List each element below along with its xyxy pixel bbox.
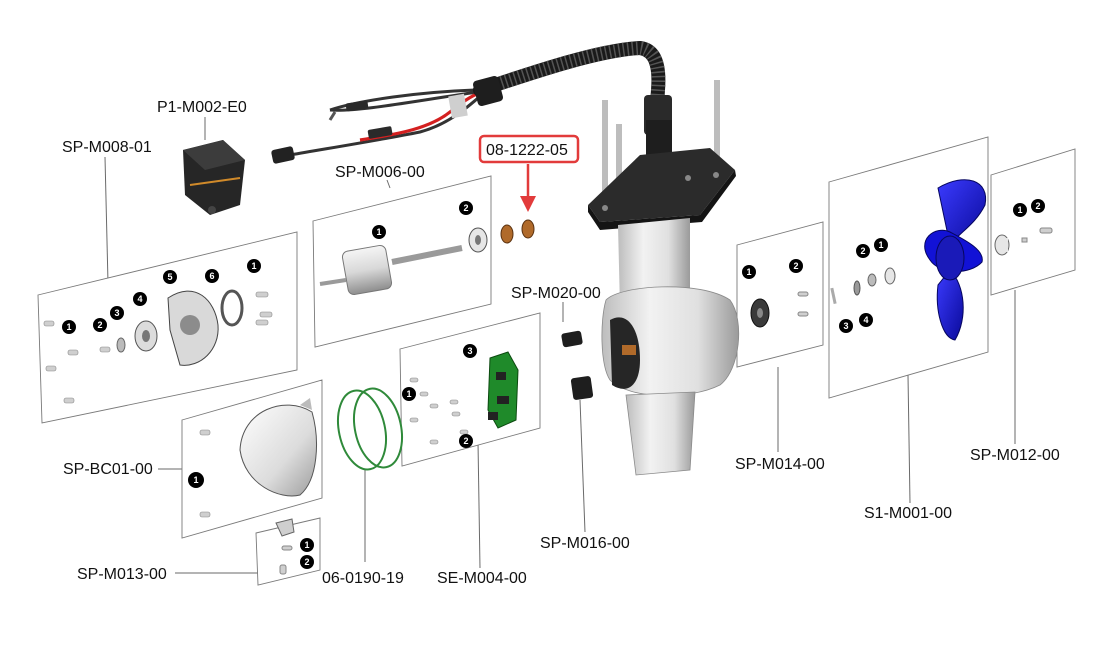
bronze-bushing-1 — [500, 224, 514, 244]
o-rings — [337, 387, 403, 471]
svg-text:2: 2 — [97, 320, 102, 330]
pad-sp-m016 — [570, 376, 594, 400]
shaft-seal-kit — [750, 291, 809, 328]
svg-text:1: 1 — [878, 240, 883, 250]
callout-4: 4 — [859, 313, 873, 327]
small-hardware-kit — [275, 518, 295, 575]
label-sp-m013-00: SP-M013-00 — [77, 566, 167, 583]
svg-text:1: 1 — [304, 540, 309, 550]
label-sp-m012-00: SP-M012-00 — [970, 447, 1060, 464]
propeller-kit — [830, 179, 987, 341]
label-sp-m014-00: SP-M014-00 — [735, 456, 825, 473]
callout-3: 3 — [839, 319, 853, 333]
callout-6: 6 — [205, 269, 219, 283]
callout-numbers: 1 2 3 4 5 6 1 1 2 3 1 2 1 1 2 1 2 2 1 3 … — [62, 199, 1045, 569]
corrugated-conduit — [473, 40, 666, 127]
end-bracket-kit — [43, 289, 273, 404]
cable-harness — [271, 40, 672, 164]
part-labels: P1-M002-E0 SP-M008-01 SP-M006-00 08-1222… — [62, 99, 1060, 587]
motor-housing-assembly — [588, 80, 740, 476]
svg-text:1: 1 — [251, 261, 256, 271]
callout-5: 5 — [163, 270, 177, 284]
prop-nut-kit — [994, 227, 1053, 256]
label-08-1222-05: 08-1222-05 — [486, 142, 568, 159]
callout-1: 1 — [247, 259, 261, 273]
svg-text:2: 2 — [463, 203, 468, 213]
callout-2: 2 — [1031, 199, 1045, 213]
svg-text:4: 4 — [863, 315, 868, 325]
callout-1: 1 — [188, 472, 204, 488]
svg-text:1: 1 — [66, 322, 71, 332]
label-sp-m008-01: SP-M008-01 — [62, 139, 152, 156]
control-box-part — [183, 140, 245, 215]
callout-2: 2 — [93, 318, 107, 332]
svg-text:1: 1 — [376, 227, 381, 237]
callout-3: 3 — [110, 306, 124, 320]
leader-lines — [104, 117, 1016, 574]
panel-sp-m014-00 — [736, 221, 824, 368]
panel-sp-m012-00 — [990, 148, 1076, 296]
svg-text:3: 3 — [467, 346, 472, 356]
callout-2: 2 — [789, 259, 803, 273]
svg-text:6: 6 — [209, 271, 214, 281]
callout-1: 1 — [372, 225, 386, 239]
label-s1-m001-00: S1-M001-00 — [864, 505, 952, 522]
svg-text:4: 4 — [137, 294, 142, 304]
svg-text:5: 5 — [167, 272, 172, 282]
label-se-m004-00: SE-M004-00 — [437, 570, 527, 587]
svg-text:1: 1 — [406, 389, 411, 399]
svg-text:3: 3 — [114, 308, 119, 318]
label-sp-bc01-00: SP-BC01-00 — [63, 461, 153, 478]
svg-text:2: 2 — [304, 557, 309, 567]
mounting-plate — [588, 148, 735, 222]
highlight-callout — [478, 134, 580, 212]
callout-1: 1 — [742, 265, 756, 279]
callout-1: 1 — [874, 238, 888, 252]
callout-4: 4 — [133, 292, 147, 306]
svg-text:2: 2 — [463, 436, 468, 446]
label-p1-m002-e0: P1-M002-E0 — [157, 99, 247, 116]
callout-1: 1 — [62, 320, 76, 334]
svg-text:2: 2 — [860, 246, 865, 256]
label-sp-m006-00: SP-M006-00 — [335, 164, 425, 181]
callout-1: 1 — [300, 538, 314, 552]
pad-sp-m020 — [561, 330, 583, 348]
label-sp-m016-00: SP-M016-00 — [540, 535, 630, 552]
svg-text:1: 1 — [746, 267, 751, 277]
svg-text:2: 2 — [793, 261, 798, 271]
panel-sp-m008-01 — [37, 231, 298, 424]
callout-2: 2 — [459, 434, 473, 448]
svg-text:1: 1 — [1017, 205, 1022, 215]
callout-3: 3 — [463, 344, 477, 358]
bronze-bushing-2 — [521, 219, 535, 239]
rotor-kit — [319, 219, 535, 296]
callout-2: 2 — [459, 201, 473, 215]
pcb-board — [487, 351, 519, 429]
callout-1: 1 — [402, 387, 416, 401]
label-sp-m020-00: SP-M020-00 — [511, 285, 601, 302]
svg-text:2: 2 — [1035, 201, 1040, 211]
label-06-0190-19: 06-0190-19 — [322, 570, 404, 587]
highlight-box — [478, 134, 580, 164]
svg-text:1: 1 — [193, 475, 198, 485]
svg-text:3: 3 — [843, 321, 848, 331]
bell-cap-kit — [199, 398, 317, 518]
callout-2: 2 — [300, 555, 314, 569]
callout-1: 1 — [1013, 203, 1027, 217]
controller-pcb-kit — [409, 351, 519, 445]
callout-2: 2 — [856, 244, 870, 258]
